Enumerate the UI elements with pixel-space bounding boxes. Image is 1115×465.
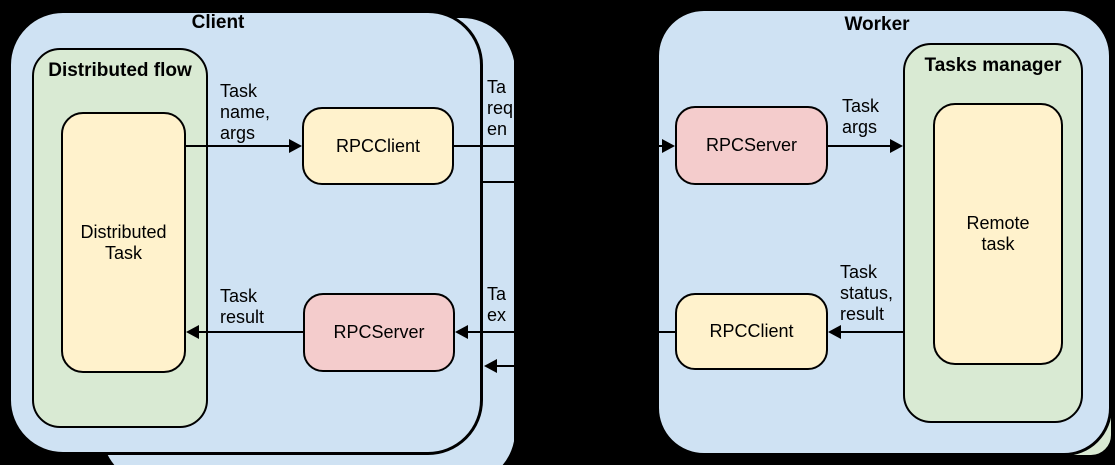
- worker-title: Worker: [844, 14, 910, 35]
- label-clipped-task-exchange: Ta ex: [487, 284, 507, 325]
- worker-rpcserver-label: RPCServer: [705, 135, 798, 155]
- arrow-task-result-head-icon: [186, 325, 199, 339]
- line-queue-segment: [483, 181, 515, 183]
- label-clipped-task-request: Ta req en: [487, 77, 514, 139]
- line-rpcclient-out: [454, 145, 515, 147]
- remote-task-label: Remote task: [966, 213, 1030, 254]
- client-rpcclient-box: RPCClient: [302, 107, 454, 185]
- distributed-task-box: Distributed Task: [61, 112, 186, 373]
- client-rpcserver-label: RPCServer: [333, 322, 425, 342]
- arrow-task-status-head-icon: [828, 325, 841, 339]
- arrow-task-args-head-icon: [890, 139, 903, 153]
- distributed-flow-title: Distributed flow: [48, 60, 192, 81]
- arrow-task-args-line: [828, 145, 893, 147]
- distributed-task-label: Distributed Task: [80, 221, 167, 263]
- arrow-task-name-line: [186, 145, 292, 147]
- obscured-middle-region: [514, 0, 658, 465]
- label-task-result: Task result: [220, 286, 265, 327]
- arrow-into-worker-rpcserver-head-icon: [662, 139, 675, 153]
- worker-rpcclient-box: RPCClient: [675, 293, 828, 370]
- client-rpcserver-box: RPCServer: [303, 293, 455, 372]
- arrow-into-rpcserver-head-icon: [455, 325, 468, 339]
- line-worker-rpcclient-out: [648, 331, 675, 333]
- arrow-task-status-line: [838, 331, 903, 333]
- client-rpcclient-label: RPCClient: [335, 135, 421, 156]
- label-task-status-result: Task status, result: [840, 262, 894, 324]
- arrow-into-client-head-icon: [484, 359, 497, 373]
- tasks-manager-title: Tasks manager: [924, 55, 1062, 76]
- client-title: Client: [191, 12, 245, 33]
- arrow-into-client-line: [494, 365, 515, 367]
- worker-rpcclient-label: RPCClient: [709, 321, 794, 341]
- arrow-task-result-line: [196, 331, 304, 333]
- arrow-into-worker-rpcserver-line: [645, 145, 665, 147]
- arrow-into-rpcserver-line: [465, 331, 515, 333]
- label-task-name-args: Task name, args: [220, 81, 271, 143]
- label-task-args: Task args: [842, 96, 880, 137]
- remote-task-box: Remote task: [933, 103, 1063, 365]
- arrow-task-name-head-icon: [289, 139, 302, 153]
- worker-rpcserver-box: RPCServer: [675, 106, 828, 185]
